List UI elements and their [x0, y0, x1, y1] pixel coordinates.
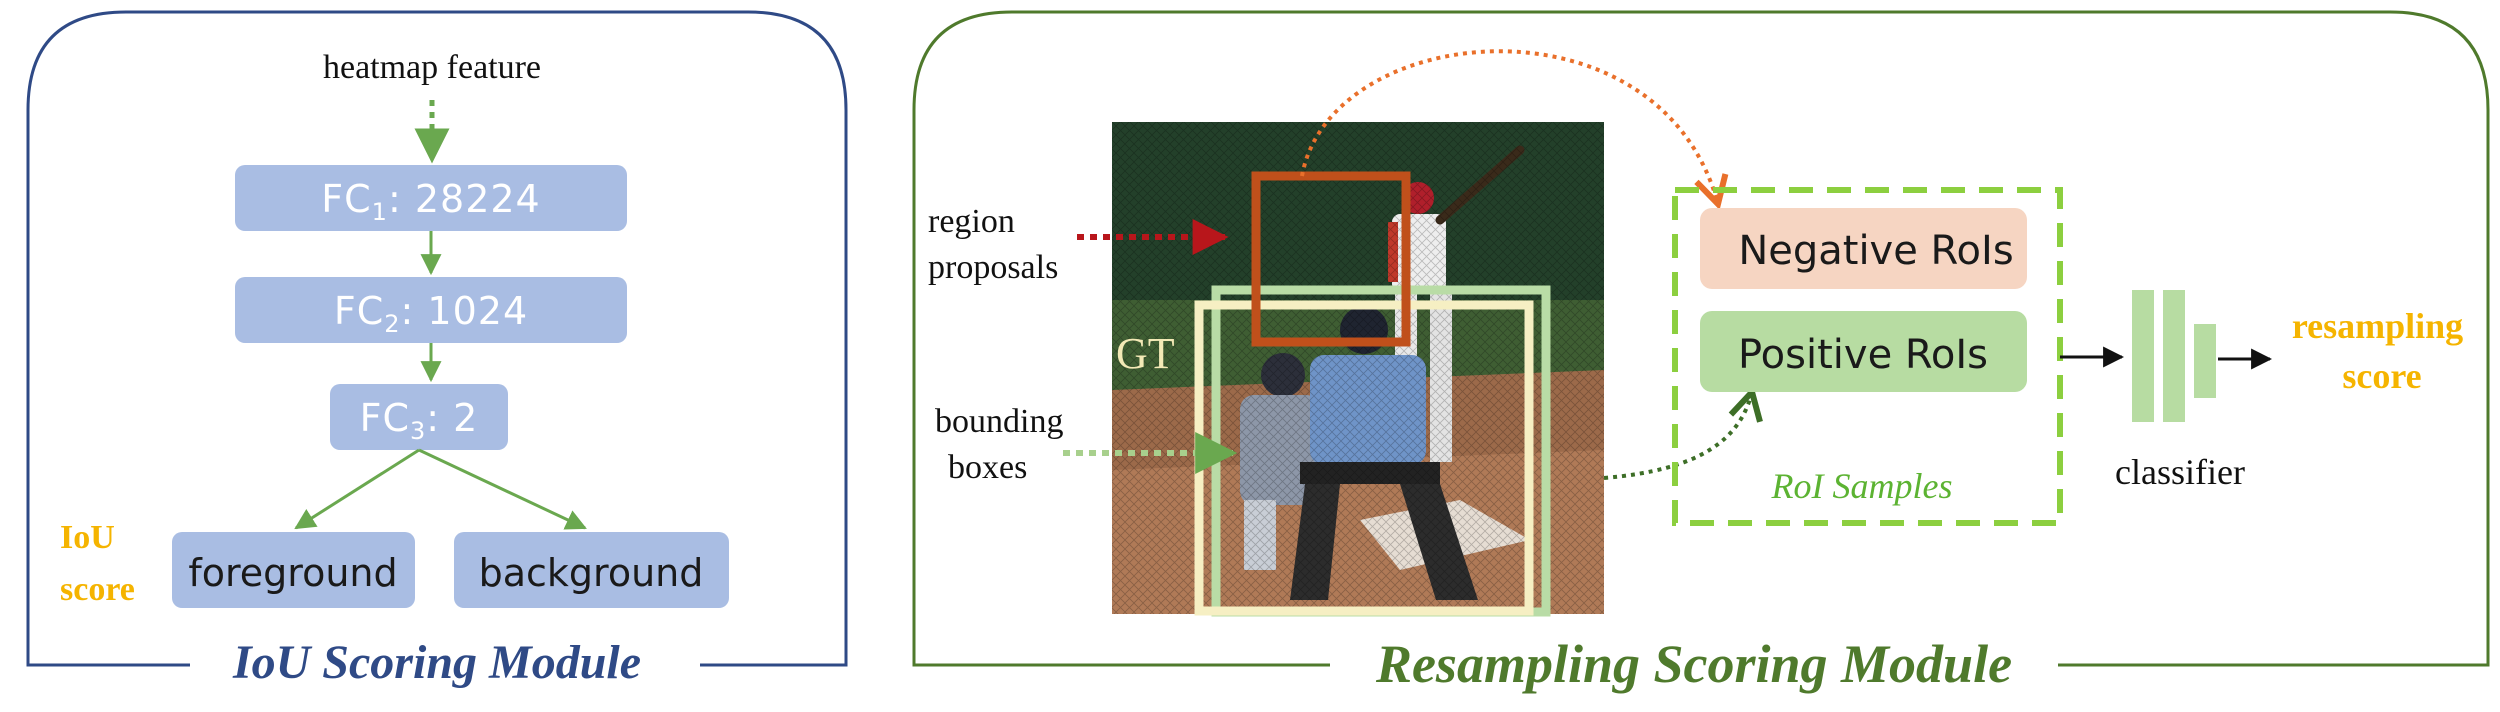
- svg-text:FC3: 2: FC3: 2: [360, 396, 479, 445]
- proposals-to-negative-arrow: [1300, 49, 1718, 204]
- fc3-value: : 2: [426, 396, 478, 440]
- iou-score-line1: IoU: [60, 519, 115, 556]
- negative-rois-label: Negative RoIs: [1738, 228, 2013, 274]
- fc1-subscript: 1: [372, 198, 388, 226]
- iou-module-title: IoU Scoring Module: [232, 636, 641, 689]
- positive-rois-label: Positive RoIs: [1738, 332, 1988, 378]
- heatmap-feature-label: heatmap feature: [323, 49, 541, 86]
- fc1-name: FC: [321, 177, 371, 221]
- iou-score-line2: score: [60, 571, 135, 608]
- svg-text:FC2: 1024: FC2: 1024: [334, 289, 528, 338]
- fc1-layer: FC1: 28224: [235, 165, 627, 231]
- fc3-layer: FC3: 2: [330, 384, 508, 450]
- region-proposals-line2: proposals: [928, 249, 1058, 286]
- foreground-output: foreground: [172, 532, 415, 608]
- svg-text:FC1: 28224: FC1: 28224: [321, 177, 540, 226]
- boxes-to-positive-arrow: [1603, 392, 1752, 480]
- positive-rois: Positive RoIs: [1700, 311, 2027, 392]
- background-output: background: [454, 532, 729, 608]
- fc2-name: FC: [334, 289, 384, 333]
- iou-module-frame: [26, 10, 848, 667]
- fc3-to-background-arrow: [418, 448, 587, 530]
- fc2-value: : 1024: [401, 289, 529, 333]
- classifier-block: [2132, 290, 2216, 422]
- negative-rois: Negative RoIs: [1700, 208, 2027, 289]
- resampling-score-line1: resampling: [2292, 306, 2463, 346]
- region-proposals-label: region proposals: [928, 203, 1058, 286]
- bounding-boxes-line2: boxes: [948, 449, 1027, 486]
- bounding-boxes-line1: bounding: [935, 403, 1063, 440]
- fc3-to-foreground-arrow: [294, 448, 420, 530]
- resampling-module-title: Resampling Scoring Module: [1375, 634, 2012, 694]
- foreground-label: foreground: [188, 551, 397, 595]
- resampling-scoring-module: Resampling Scoring Module region proposa…: [912, 10, 2490, 694]
- fc3-name: FC: [360, 396, 410, 440]
- fc2-subscript: 2: [384, 310, 400, 338]
- iou-score-label: IoU score: [60, 519, 135, 608]
- gt-label: GT: [1116, 329, 1175, 378]
- fc3-subscript: 3: [410, 417, 426, 445]
- resampling-module-frame: [912, 10, 2490, 667]
- baseball-photo: [1112, 122, 1604, 614]
- fc1-value: : 28224: [388, 177, 541, 221]
- region-proposal-box: [1251, 171, 1411, 347]
- iou-scoring-module: IoU Scoring Module heatmap feature FC1: …: [26, 10, 848, 689]
- classifier-label: classifier: [2115, 452, 2245, 492]
- resampling-score-line2: score: [2342, 356, 2421, 396]
- resampling-score-label: resampling score: [2292, 306, 2472, 396]
- fc2-layer: FC2: 1024: [235, 277, 627, 343]
- bounding-boxes-label: bounding boxes: [935, 403, 1072, 486]
- background-label: background: [479, 551, 704, 595]
- region-proposals-line1: region: [928, 203, 1015, 240]
- roi-samples-label: RoI Samples: [1771, 466, 1953, 506]
